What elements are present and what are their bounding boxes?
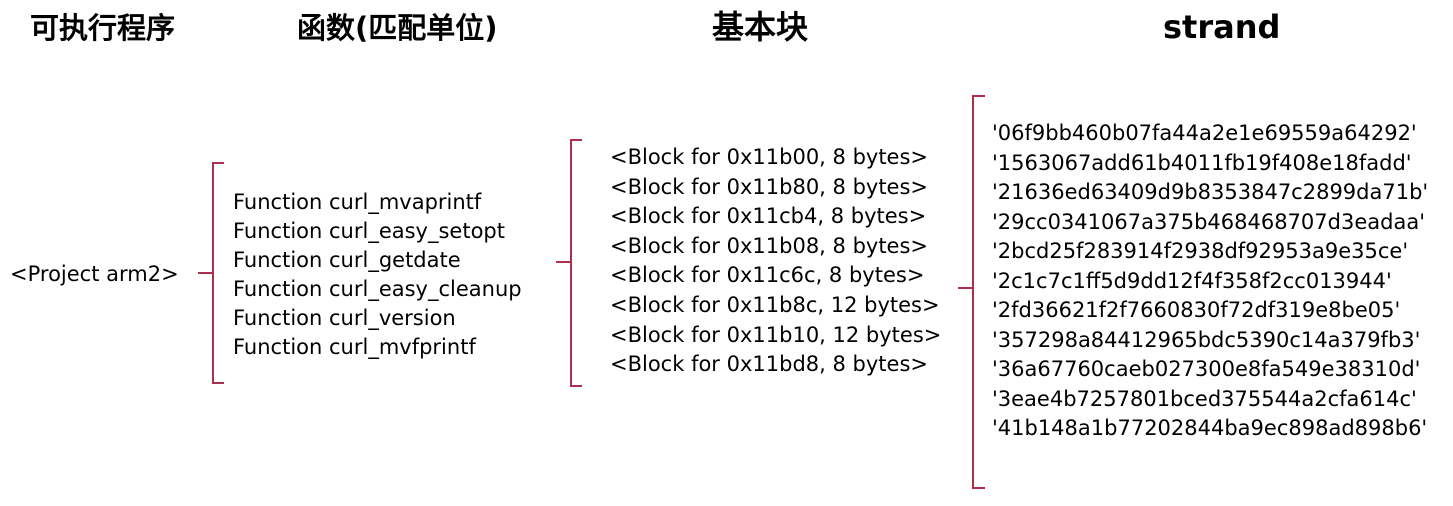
bracket-bottom-arm [972,487,985,489]
block-item: <Block for 0x11bd8, 8 bytes> [610,352,928,377]
column-header-strand: strand [1163,8,1281,46]
strand-item: '29cc0341067a375b468468707d3eadaa' [992,209,1425,234]
bracket-parent-tick [556,261,572,263]
strand-item: '2fd36621f2f7660830f72df319e8be05' [992,298,1401,322]
column-header-executable: 可执行程序 [30,11,176,45]
function-item: Function curl_mvaprintf [233,190,482,214]
strand-item: '06f9bb460b07fa44a2e1e69559a64292' [992,121,1417,145]
strand-item: '2c1c7c1ff5d9dd12f4f358f2cc013944' [992,268,1392,293]
block-item: <Block for 0x11b08, 8 bytes> [610,233,929,258]
strand-item: '41b148a1b77202844ba9ec898ad898b6' [992,416,1428,440]
block-item: <Block for 0x11b10, 12 bytes> [610,322,942,347]
function-item: Function curl_mvfprintf [233,335,476,359]
bracket-top-arm [212,162,224,164]
function-item: Function curl_getdate [233,248,461,272]
basic-block-list: <Block for 0x11b00, 8 bytes> <Block for … [610,143,941,380]
bracket-top-arm [570,139,582,141]
function-item: Function curl_easy_setopt [233,219,505,243]
block-item: <Block for 0x11c6c, 8 bytes> [610,263,925,288]
bracket-parent-tick [958,287,974,289]
bracket-bottom-arm [570,385,582,387]
strand-item: '2bcd25f283914f2938df92953a9e35ce' [992,239,1409,263]
strand-item: '3eae4b7257801bced375544a2cfa614c' [992,386,1417,411]
function-item: Function curl_easy_cleanup [233,277,522,301]
function-list: Function curl_mvaprintf Function curl_ea… [233,188,522,362]
column-header-basic-blocks: 基本块 [712,8,809,46]
strand-item: '1563067add61b4011fb19f408e18fadd' [992,150,1412,175]
blocks-bracket [556,139,583,387]
block-item: <Block for 0x11cb4, 8 bytes> [610,204,927,229]
block-item: <Block for 0x11b00, 8 bytes> [610,145,929,169]
bracket-spine [972,95,974,489]
bracket-top-arm [972,95,985,97]
strand-item: '357298a84412965bdc5390c14a379fb3' [992,327,1421,352]
block-item: <Block for 0x11b8c, 12 bytes> [610,292,940,317]
bracket-spine [570,139,572,387]
project-label: <Project arm2> [10,262,179,286]
strands-bracket [958,95,986,489]
strand-item: '36a67760caeb027300e8fa549e38310d' [992,357,1421,381]
strand-list: '06f9bb460b07fa44a2e1e69559a64292' '1563… [992,119,1428,444]
block-item: <Block for 0x11b80, 8 bytes> [610,174,929,199]
functions-bracket [198,162,225,384]
bracket-parent-tick [198,272,214,274]
function-item: Function curl_version [233,306,456,330]
column-header-functions: 函数(匹配单位) [297,11,498,45]
bracket-bottom-arm [212,382,224,384]
strand-item: '21636ed63409d9b8353847c2899da71b' [992,180,1429,204]
